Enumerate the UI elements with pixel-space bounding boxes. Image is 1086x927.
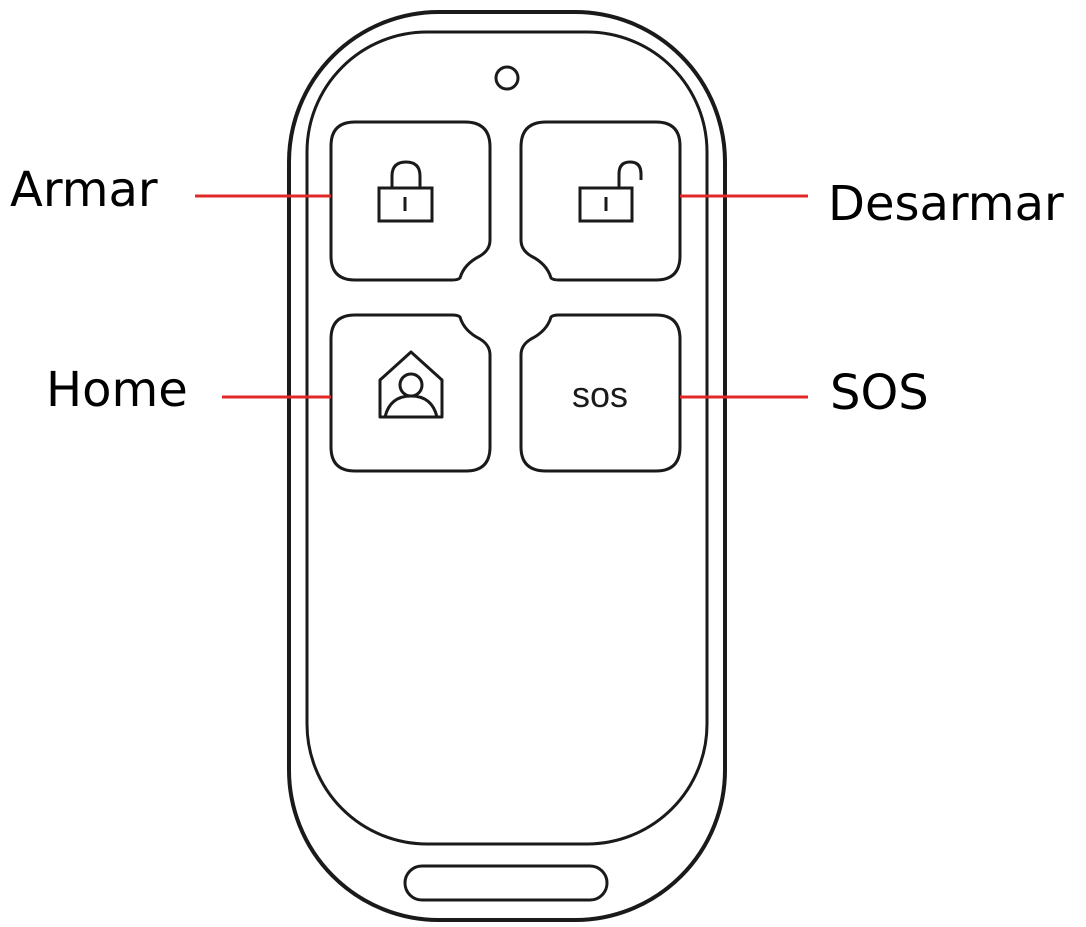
unlocked-padlock-icon [578, 160, 643, 223]
disarm-button[interactable] [519, 120, 682, 282]
home-button[interactable] [329, 313, 492, 473]
sos-button[interactable]: sos [519, 313, 682, 473]
fob-outer-shell [287, 10, 727, 922]
home-label: Home [46, 362, 188, 418]
arm-label: Armar [10, 162, 158, 218]
locked-padlock-icon [377, 160, 434, 223]
sos-button-text: sos [572, 374, 628, 415]
sos-label: SOS [830, 365, 929, 421]
house-person-icon [378, 350, 444, 419]
fob-inner-shell [305, 30, 709, 846]
disarm-label: Desarmar [828, 176, 1064, 232]
arm-button[interactable] [329, 120, 492, 282]
keyring-slot [403, 864, 609, 902]
led-indicator [494, 65, 520, 91]
